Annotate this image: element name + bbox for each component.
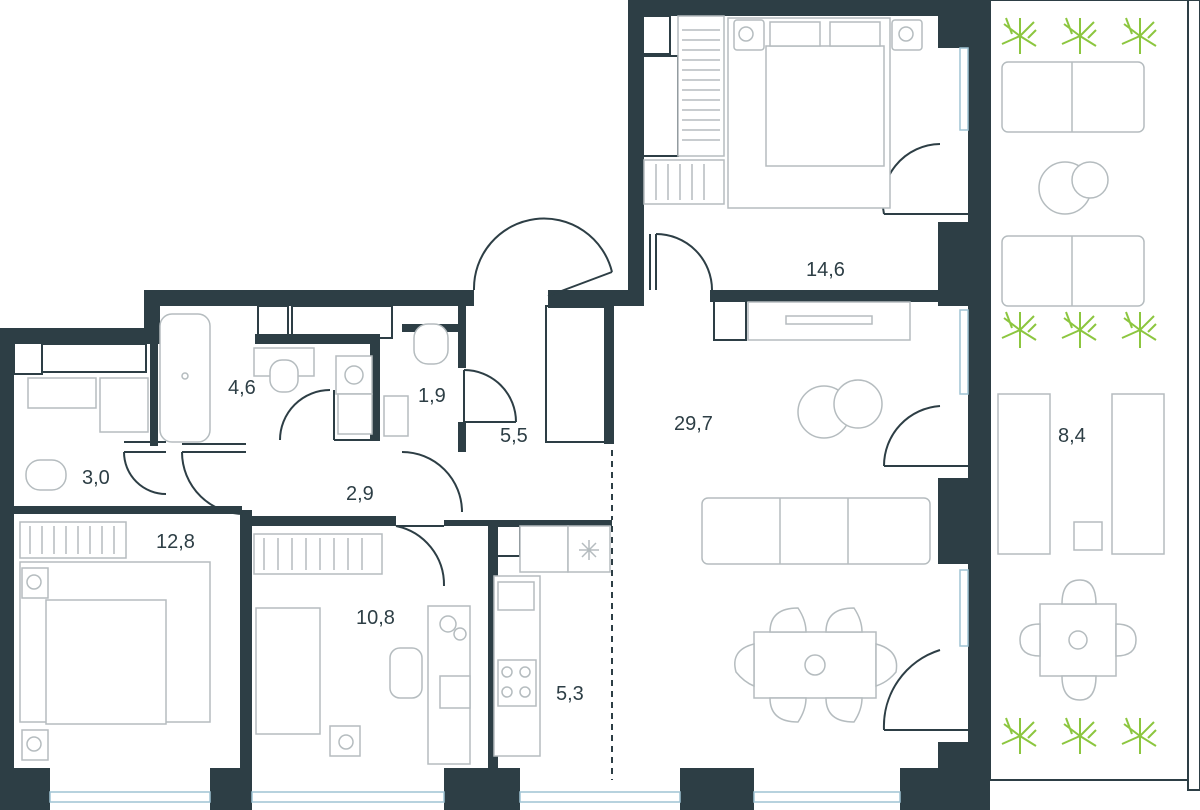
doors	[123, 143, 941, 731]
walls	[0, 0, 990, 810]
area-bedroom-middle: 10,8	[356, 607, 395, 629]
area-labels: 4,6 1,9 5,5 29,7 14,6 8,4 3,0 2,9 12,8 1…	[82, 259, 1086, 705]
area-master-bedroom: 14,6	[806, 259, 845, 281]
area-bathroom-large: 4,6	[228, 377, 256, 399]
area-hallway-main: 5,5	[500, 425, 528, 447]
terrace-railing	[989, 0, 1200, 791]
plants	[1001, 17, 1157, 754]
area-corridor: 2,9	[346, 483, 374, 505]
area-wc: 1,9	[418, 385, 446, 407]
area-terrace: 8,4	[1058, 425, 1086, 447]
area-living-room: 29,7	[674, 413, 713, 435]
area-bedroom-left: 12,8	[156, 531, 195, 553]
windows	[49, 47, 969, 803]
furniture	[19, 15, 1165, 765]
area-bathroom-small: 3,0	[82, 467, 110, 489]
wardrobe-master	[643, 15, 725, 205]
area-kitchen: 5,3	[556, 683, 584, 705]
